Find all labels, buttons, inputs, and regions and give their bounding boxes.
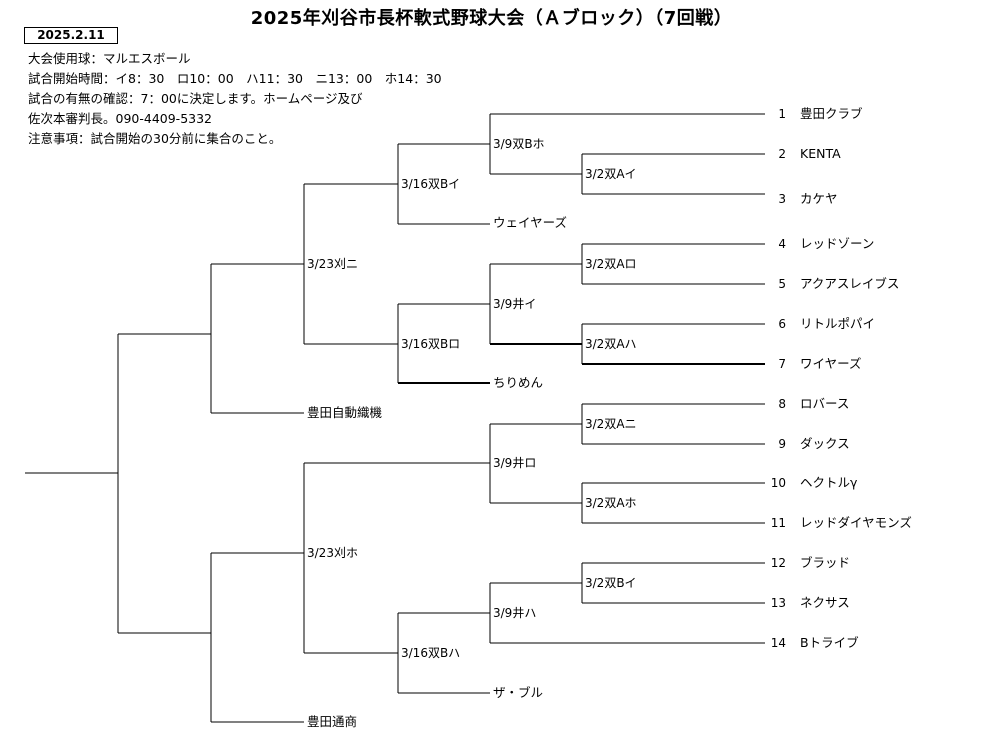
date-badge: 2025.2.11	[24, 27, 118, 44]
team-name: ワイヤーズ	[800, 356, 862, 371]
match-label: 3/16双Bロ	[401, 337, 461, 351]
team-number: 7	[778, 357, 786, 371]
match-label: 3/2双Aイ	[585, 167, 637, 181]
bye-team-name: ちりめん	[493, 375, 544, 390]
team-name: ブラッド	[800, 555, 851, 570]
team-name: ヘクトルγ	[800, 475, 858, 490]
match-label: 3/9双Bホ	[493, 137, 545, 151]
match-label: 3/9井ハ	[493, 606, 537, 620]
bye-team-name: ザ・ブル	[493, 685, 544, 700]
info-ball: 大会使用球：マルエスボール	[28, 51, 191, 66]
match-label: 3/16双Bハ	[401, 646, 461, 660]
team-name: Bトライブ	[800, 635, 859, 650]
team-number: 4	[778, 237, 786, 251]
bye-team-name: ウェイヤーズ	[493, 215, 568, 230]
match-label: 3/9井イ	[493, 297, 537, 311]
team-name: カケヤ	[800, 191, 838, 206]
team-number: 11	[770, 516, 786, 530]
info-umpire: 佐次本審判長。090-4409-5332	[28, 111, 213, 126]
team-number: 2	[778, 147, 786, 161]
team-number: 10	[770, 476, 786, 490]
match-label: 3/2双Aニ	[585, 417, 637, 431]
team-name: リトルポパイ	[800, 316, 876, 331]
team-number: 1	[778, 107, 786, 121]
match-label: 3/23刈ホ	[307, 546, 358, 560]
team-name: 豊田クラブ	[800, 106, 863, 121]
team-name: ロバース	[800, 396, 850, 411]
team-number: 13	[770, 596, 786, 610]
team-number: 5	[778, 277, 786, 291]
team-name: レッドダイヤモンズ	[800, 515, 912, 530]
team-number: 8	[778, 397, 786, 411]
page-title: 2025年刈谷市長杯軟式野球大会（Ａブロック）（7回戦）	[250, 8, 733, 29]
team-number: 12	[770, 556, 786, 570]
match-label: 3/2双Bイ	[585, 576, 637, 590]
team-name: アクアスレイブス	[800, 276, 900, 291]
match-label: 3/2双Aハ	[585, 337, 637, 351]
info-notes: 注意事項：試合開始の30分前に集合のこと。	[28, 131, 282, 146]
team-name: レッドゾーン	[800, 236, 875, 251]
team-name: ネクサス	[800, 595, 850, 610]
team-number: 14	[770, 636, 786, 650]
info-start-times: 試合開始時間：イ8：30 ロ10：00 ハ11：30 ニ13：00 ホ14：30	[28, 71, 442, 86]
match-label: 3/9井ロ	[493, 456, 537, 470]
info-confirmation: 試合の有無の確認：7：00に決定します。ホームページ及び	[28, 91, 363, 106]
team-number: 9	[778, 437, 786, 451]
team-number: 3	[778, 192, 786, 206]
team-number: 6	[778, 317, 786, 331]
team-name: ダックス	[800, 436, 850, 451]
match-label: 3/23刈ニ	[307, 257, 358, 271]
match-label: 3/2双Aロ	[585, 257, 637, 271]
team-name: KENTA	[800, 146, 841, 161]
match-label: 3/16双Bイ	[401, 177, 461, 191]
match-label: 3/2双Aホ	[585, 496, 637, 510]
bye-team-name: 豊田自動織機	[307, 405, 383, 420]
bye-team-name: 豊田通商	[307, 714, 358, 729]
